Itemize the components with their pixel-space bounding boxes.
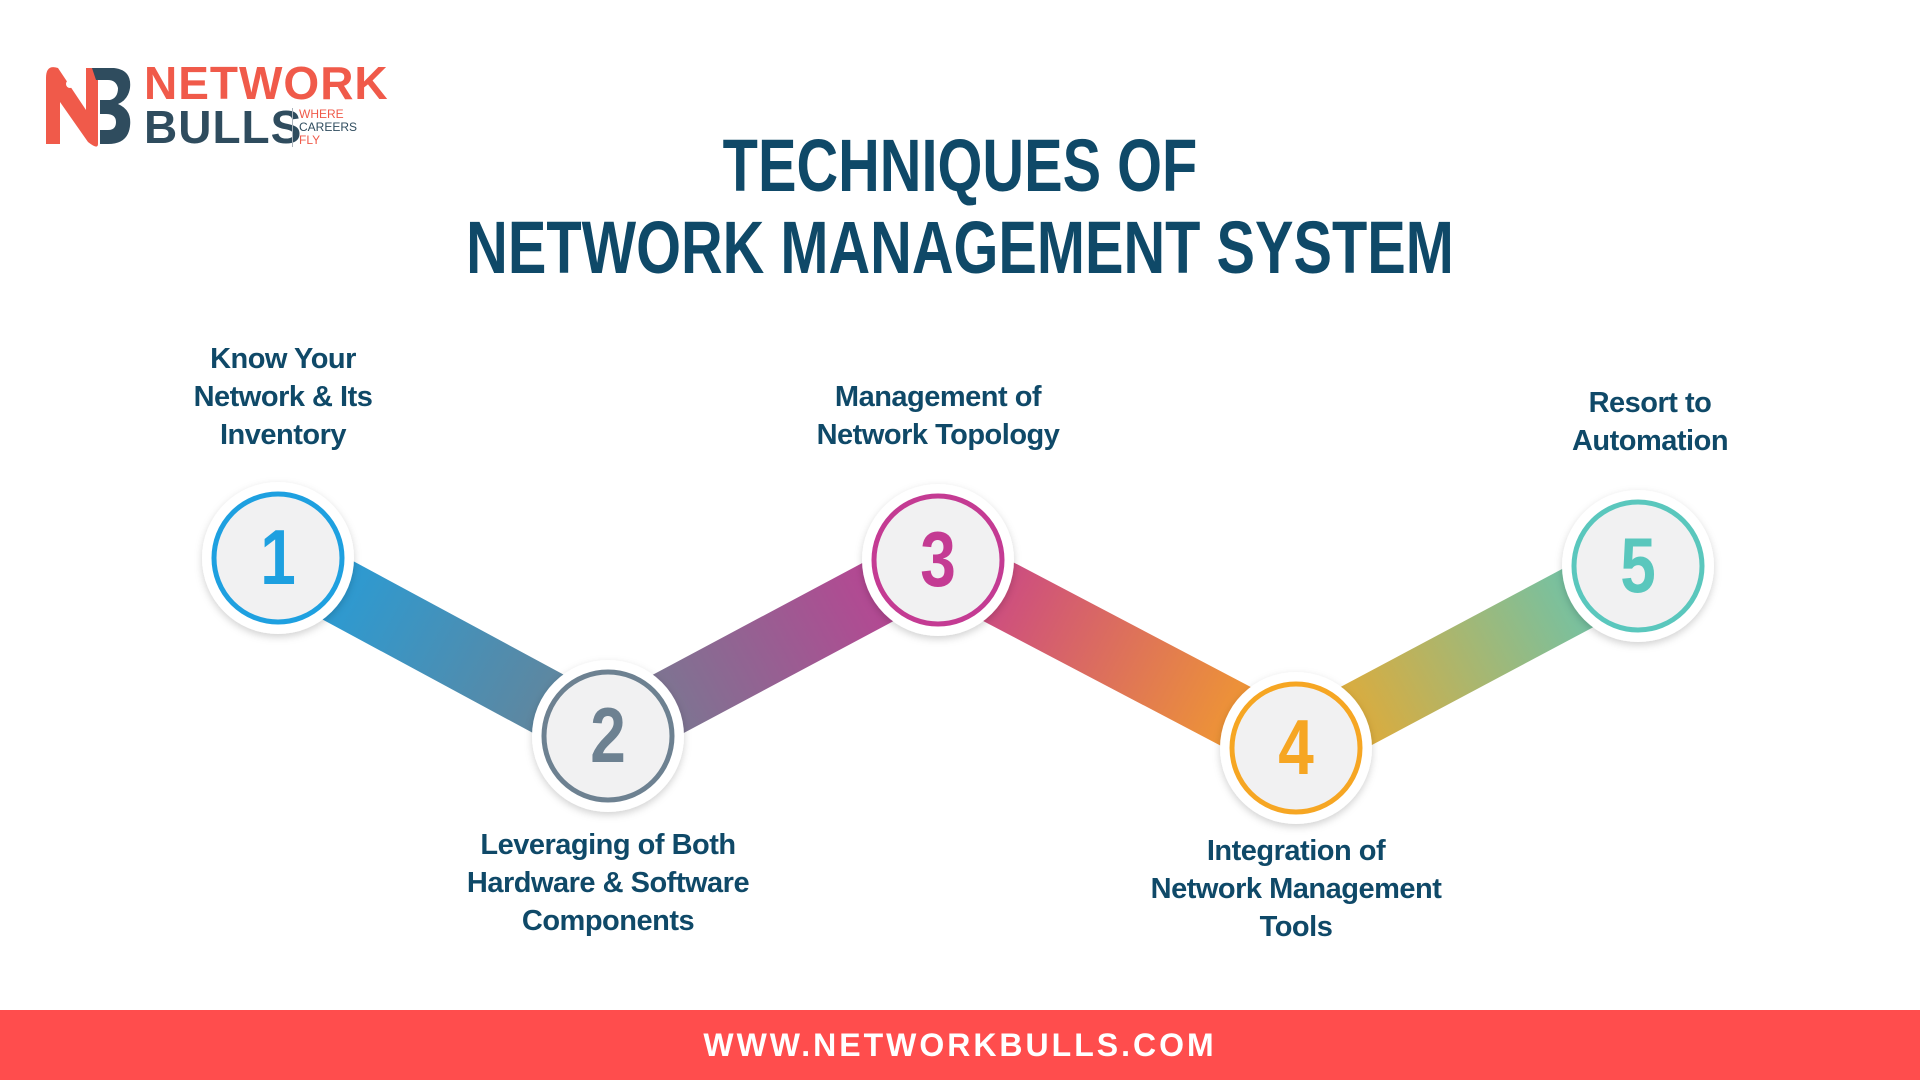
tagline-word: CAREERS — [299, 120, 358, 134]
step-3-node: 3 — [862, 484, 1014, 636]
brand-logo: NETWORK BULLS WHERE CAREERS FLY — [40, 58, 400, 158]
bull-logo-icon — [46, 67, 131, 147]
step-number: 3 — [920, 516, 956, 603]
step-4-label: Integration of Network Management Tools — [1150, 835, 1442, 943]
step-number: 4 — [1278, 704, 1314, 791]
step-5-node: 5 — [1562, 490, 1714, 642]
step-node-ring — [1571, 499, 1705, 633]
step-number: 5 — [1620, 522, 1656, 609]
step-2-node: 2 — [532, 660, 684, 812]
step-2-label: Leveraging of Both Hardware & Software C… — [466, 829, 750, 937]
step-3-label: Management of Network Topology — [816, 381, 1060, 451]
footer-url[interactable]: WWW.NETWORKBULLS.COM — [703, 1026, 1217, 1063]
step-1-label: Know Your Network & Its Inventory — [193, 343, 373, 451]
step-5-label: Resort to Automation — [1571, 387, 1729, 457]
title-line-2: NETWORK MANAGEMENT SYSTEM — [466, 206, 1454, 289]
brand-name-line2: BULLS — [144, 101, 303, 153]
tagline-word: FLY — [299, 133, 321, 147]
title-line-1: TECHNIQUES OF — [722, 124, 1198, 207]
step-number: 1 — [260, 514, 296, 601]
footer-bar: WWW.NETWORKBULLS.COM — [0, 1010, 1920, 1080]
brand-tagline: WHERE CAREERS FLY — [292, 108, 357, 147]
tagline-word: WHERE — [299, 107, 344, 121]
step-4-node: 4 — [1220, 672, 1372, 824]
step-1-node: 1 — [202, 482, 354, 634]
step-node-ring — [541, 669, 675, 803]
step-number: 2 — [590, 692, 626, 779]
step-node-ring — [1229, 681, 1363, 815]
step-node-ring — [211, 491, 345, 625]
page-title: TECHNIQUES OF NETWORK MANAGEMENT SYSTEM — [211, 125, 1709, 289]
step-node-ring — [871, 493, 1005, 627]
brand-name-line1: NETWORK — [144, 57, 389, 109]
